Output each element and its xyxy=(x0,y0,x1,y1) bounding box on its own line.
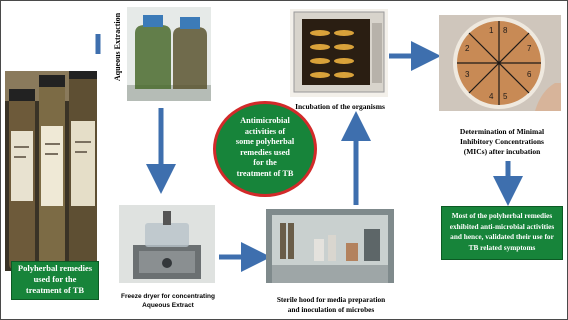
freeze-dryer-line-1: Freeze dryer for concentrating xyxy=(121,293,215,300)
freeze-dryer-line-2: Aqueous Extract xyxy=(142,301,194,309)
incubator-photo xyxy=(290,9,388,97)
sterile-hood-photo xyxy=(266,209,394,283)
summary-circle-text: Antimicrobial activities of some polyher… xyxy=(213,116,317,179)
circle-line-5: for the xyxy=(253,158,277,167)
dish-mark-7: 2 xyxy=(465,44,470,53)
circle-line-6: treatment of TB xyxy=(236,168,294,178)
dish-mark-6: 3 xyxy=(465,70,470,79)
aqueous-extraction-label: Aqueous Extraction xyxy=(113,12,122,82)
dish-mark-8: 1 xyxy=(489,26,494,35)
mic-line-3: (MICs) after incubation xyxy=(463,147,541,156)
remedy-bottles-photo xyxy=(5,71,97,271)
circle-line-2: activities of xyxy=(244,126,286,136)
dish-mark-4: 5 xyxy=(503,92,508,101)
dish-mark-2: 7 xyxy=(527,44,532,53)
mic-label: Determination of Minimal Inhibitory Conc… xyxy=(439,127,565,157)
dish-mark-1: 8 xyxy=(503,26,508,35)
freeze-dryer-label: Freeze dryer for concentrating Aqueous E… xyxy=(113,293,223,310)
dish-mark-5: 4 xyxy=(489,92,494,101)
freeze-dryer-photo xyxy=(119,205,215,283)
remedies-label-box: Polyherbal remedies used for the treatme… xyxy=(11,261,99,300)
conclusion-box: Most of the polyherbal remedies exhibite… xyxy=(441,206,563,260)
mic-line-1: Determination of Minimal xyxy=(459,127,545,136)
aqueous-extraction-photo xyxy=(127,7,211,101)
remedies-line-2: used for the xyxy=(33,274,77,284)
remedies-line-3: treatment of TB xyxy=(25,285,85,295)
dish-mark-3: 6 xyxy=(527,70,532,79)
circle-line-1: Antimicrobial xyxy=(240,116,290,125)
sterile-hood-line-1: Sterile hood for media preparation xyxy=(276,295,386,304)
sterile-hood-label: Sterile hood for media preparation and i… xyxy=(259,295,403,315)
sterile-hood-line-2: and inoculation of microbes xyxy=(287,305,375,314)
conclusion-line-2: exhibited anti-microbial activities xyxy=(449,221,555,231)
summary-circle xyxy=(213,101,317,197)
incubation-label: Incubation of the organisms xyxy=(295,102,385,111)
conclusion-line-1: Most of the polyherbal remedies xyxy=(451,211,553,220)
circle-line-3: some polyherbal xyxy=(235,137,295,146)
mic-line-2: Inhibitory Concentrations xyxy=(460,137,544,146)
conclusion-line-4: TB related symptoms xyxy=(468,242,536,252)
remedies-line-1: Polyherbal remedies xyxy=(17,263,93,273)
circle-line-4: remedies used xyxy=(240,147,290,157)
conclusion-line-3: and hence, validated their use for xyxy=(450,232,554,241)
petri-dish-photo: 8 7 6 5 4 3 2 1 xyxy=(439,15,561,111)
